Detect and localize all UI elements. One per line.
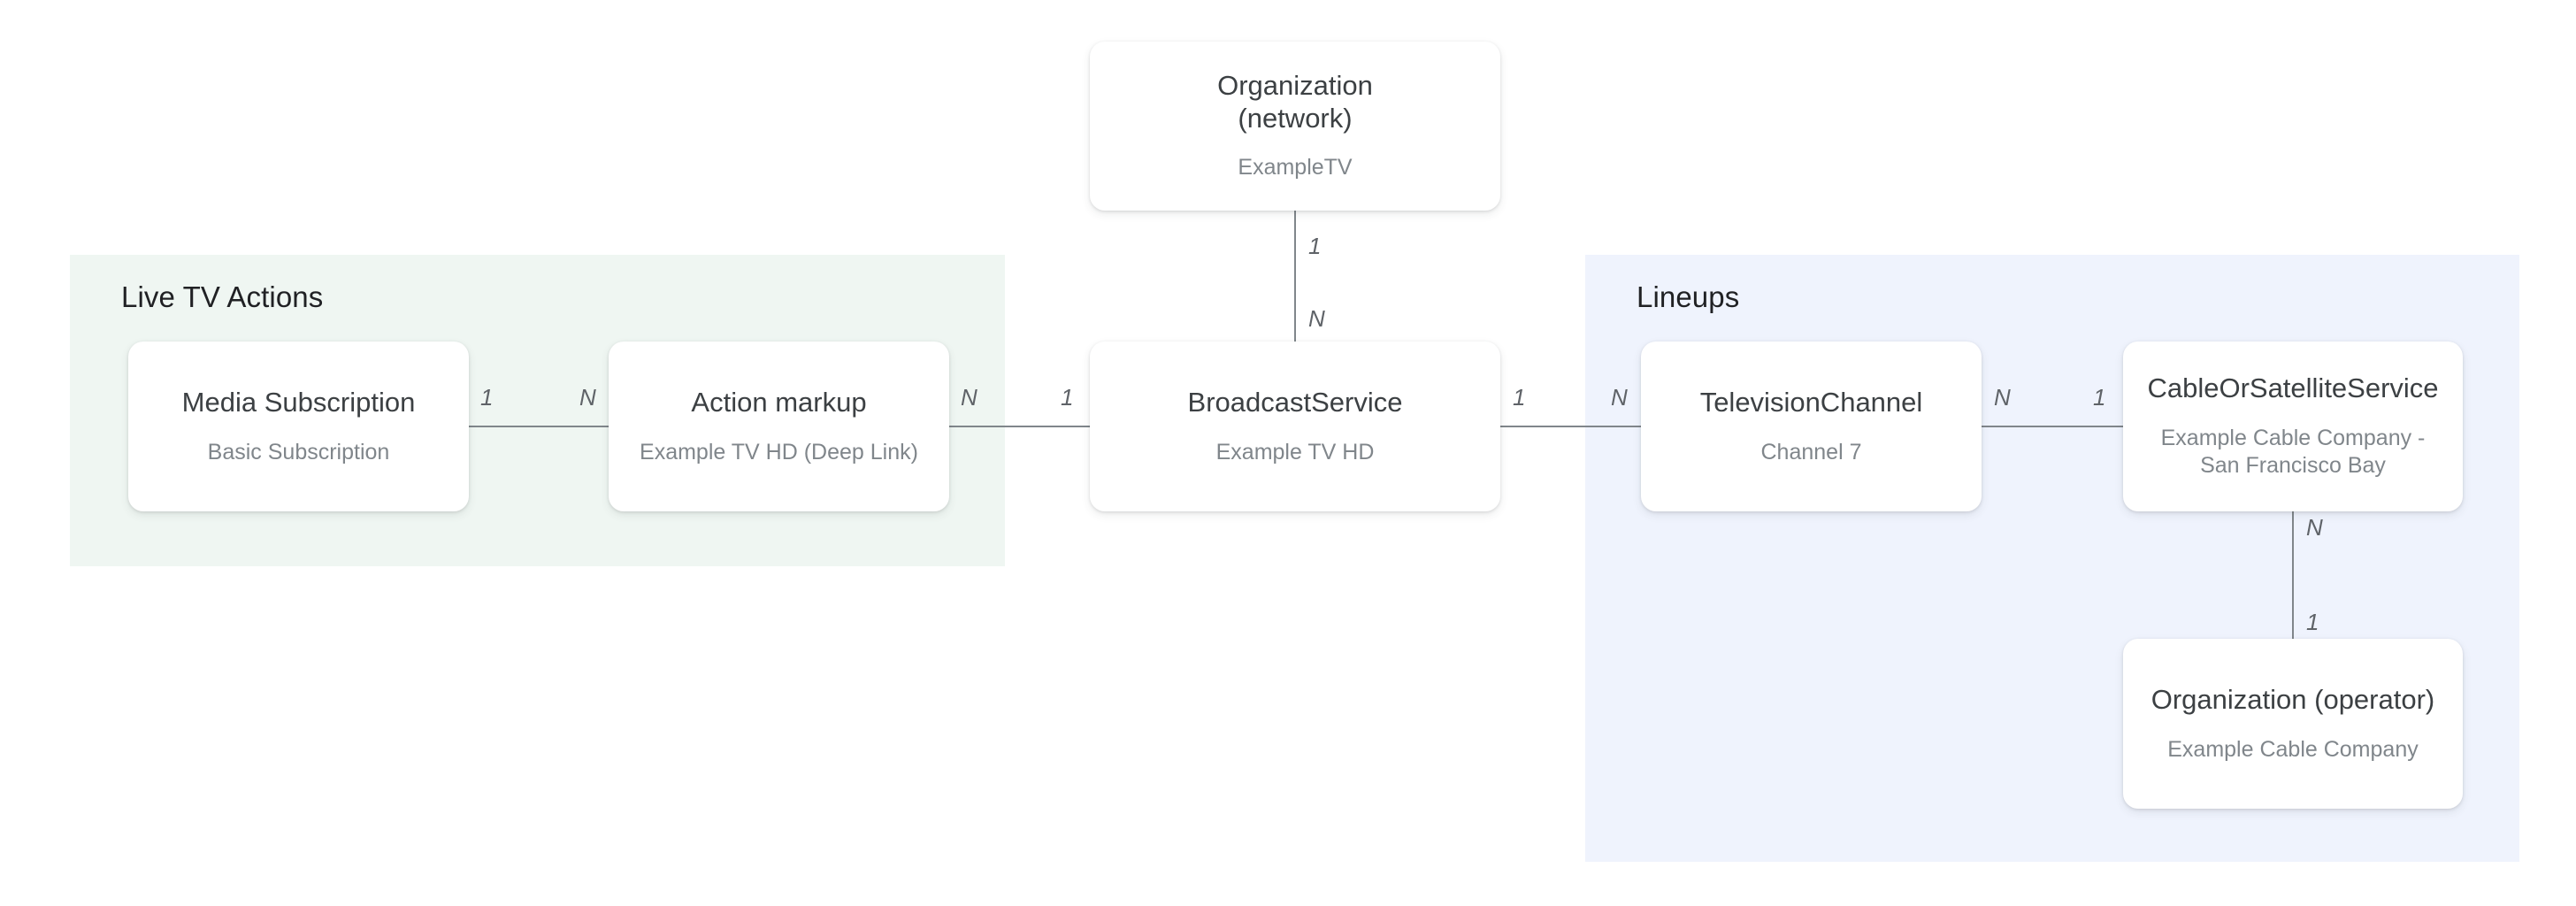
node-subtitle-cable-or-satellite-service: Example Cable Company - San Francisco Ba… — [2160, 426, 2426, 479]
cardinality-television-channel-n-right: N — [1994, 384, 2011, 411]
node-title-action-markup: Action markup — [691, 387, 867, 418]
node-title-broadcast-service: BroadcastService — [1187, 387, 1403, 418]
node-title-media-subscription: Media Subscription — [181, 387, 416, 418]
node-subtitle-organization-operator: Example Cable Company — [2167, 736, 2419, 762]
node-title-organization-operator: Organization (operator) — [2150, 684, 2435, 716]
cardinality-cable-or-satellite-service-1-left: 1 — [2093, 384, 2106, 411]
node-media-subscription[interactable]: Media Subscription Basic Subscription — [128, 342, 469, 511]
cardinality-broadcast-service-n: N — [1308, 305, 1325, 332]
edge-action-markup-to-broadcast-service — [947, 426, 1092, 427]
cardinality-media-subscription-1: 1 — [480, 384, 494, 411]
node-subtitle-broadcast-service: Example TV HD — [1215, 439, 1375, 465]
edge-broadcast-service-to-television-channel — [1499, 426, 1643, 427]
node-title-organization-network: Organization (network) — [1217, 70, 1373, 134]
cardinality-action-markup-n-right: N — [961, 384, 978, 411]
panel-title-lineups: Lineups — [1637, 280, 1740, 313]
node-organization-network[interactable]: Organization (network) ExampleTV — [1090, 42, 1500, 211]
cardinality-broadcast-service-1-right: 1 — [1513, 384, 1526, 411]
node-title-cable-or-satellite-service: CableOrSatelliteService — [2147, 372, 2439, 404]
node-subtitle-action-markup: Example TV HD (Deep Link) — [640, 439, 918, 465]
node-organization-operator[interactable]: Organization (operator) Example Cable Co… — [2123, 639, 2463, 809]
edge-media-subscription-to-action-markup — [467, 426, 610, 427]
node-cable-or-satellite-service[interactable]: CableOrSatelliteService Example Cable Co… — [2123, 342, 2463, 511]
panel-title-live-tv-actions: Live TV Actions — [121, 280, 324, 313]
node-television-channel[interactable]: TelevisionChannel Channel 7 — [1641, 342, 1982, 511]
node-action-markup[interactable]: Action markup Example TV HD (Deep Link) — [609, 342, 949, 511]
cardinality-broadcast-service-1-left: 1 — [1061, 384, 1074, 411]
node-subtitle-media-subscription: Basic Subscription — [207, 439, 390, 465]
edge-cable-or-satellite-service-to-organization-operator — [2292, 511, 2294, 639]
edge-organization-network-to-broadcast-service — [1294, 211, 1296, 342]
edge-television-channel-to-cable-or-satellite-service — [1980, 426, 2125, 427]
cardinality-organization-operator-1: 1 — [2306, 609, 2319, 635]
node-title-television-channel: TelevisionChannel — [1699, 387, 1923, 418]
cardinality-television-channel-n-left: N — [1611, 384, 1628, 411]
cardinality-action-markup-n-left: N — [579, 384, 596, 411]
node-subtitle-television-channel: Channel 7 — [1760, 439, 1862, 465]
cardinality-cable-or-satellite-service-n: N — [2306, 514, 2323, 541]
node-broadcast-service[interactable]: BroadcastService Example TV HD — [1090, 342, 1500, 511]
node-subtitle-organization-network: ExampleTV — [1238, 155, 1353, 180]
cardinality-organization-network-1: 1 — [1308, 233, 1322, 259]
